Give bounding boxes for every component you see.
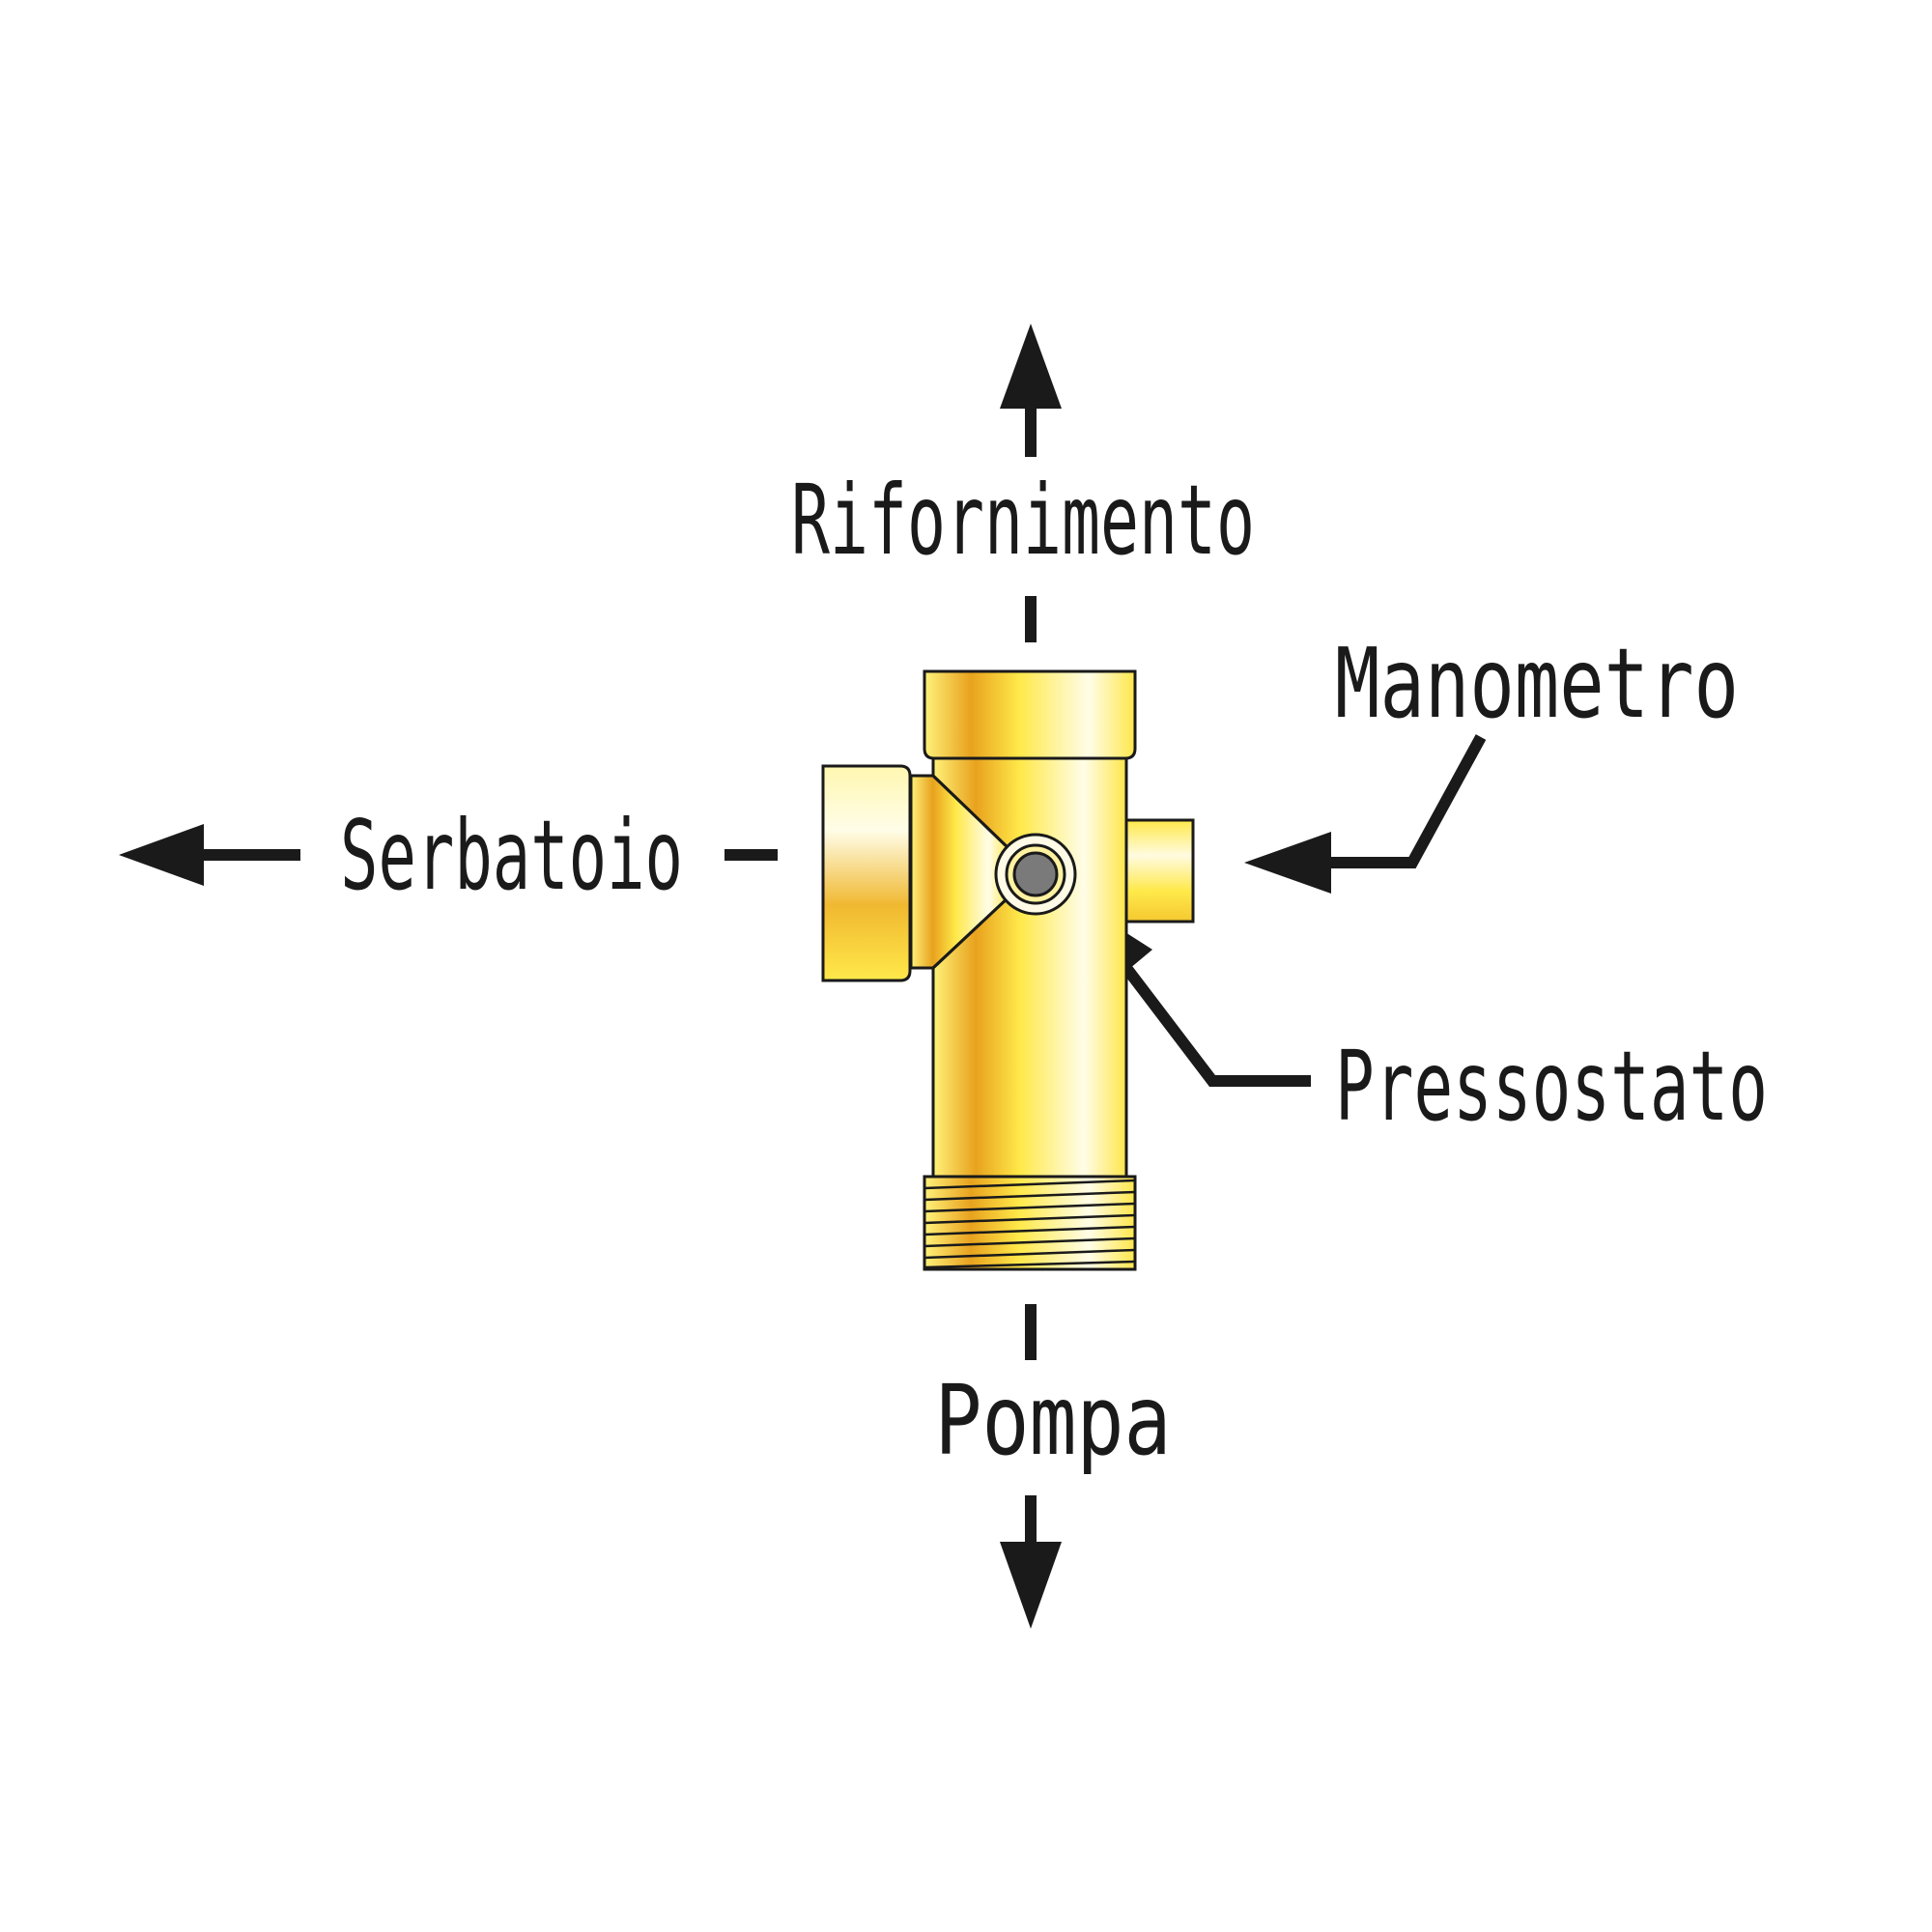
top-nut (923, 669, 1137, 760)
label-manometro: Manometro (1335, 627, 1739, 740)
label-rifornimento: Rifornimento (791, 464, 1255, 577)
tank-port (821, 764, 912, 982)
left-outlet-arrow (119, 824, 778, 886)
arrow-head-left (1244, 832, 1331, 894)
arrow-head-down (1000, 1542, 1062, 1629)
arrow-head-up (1000, 324, 1062, 409)
arrow-head-left (119, 824, 204, 886)
manometro-leader (1244, 734, 1487, 894)
top-outlet-arrow (1000, 324, 1062, 642)
label-serbatoio: Serbatoio (340, 799, 683, 912)
label-pressostato: Pressostato (1335, 1030, 1768, 1143)
brass-fitting (821, 669, 1195, 1271)
bottom-outlet-arrow (1000, 1304, 1062, 1629)
label-pompa: Pompa (935, 1364, 1172, 1477)
thread-section (923, 1175, 1137, 1271)
